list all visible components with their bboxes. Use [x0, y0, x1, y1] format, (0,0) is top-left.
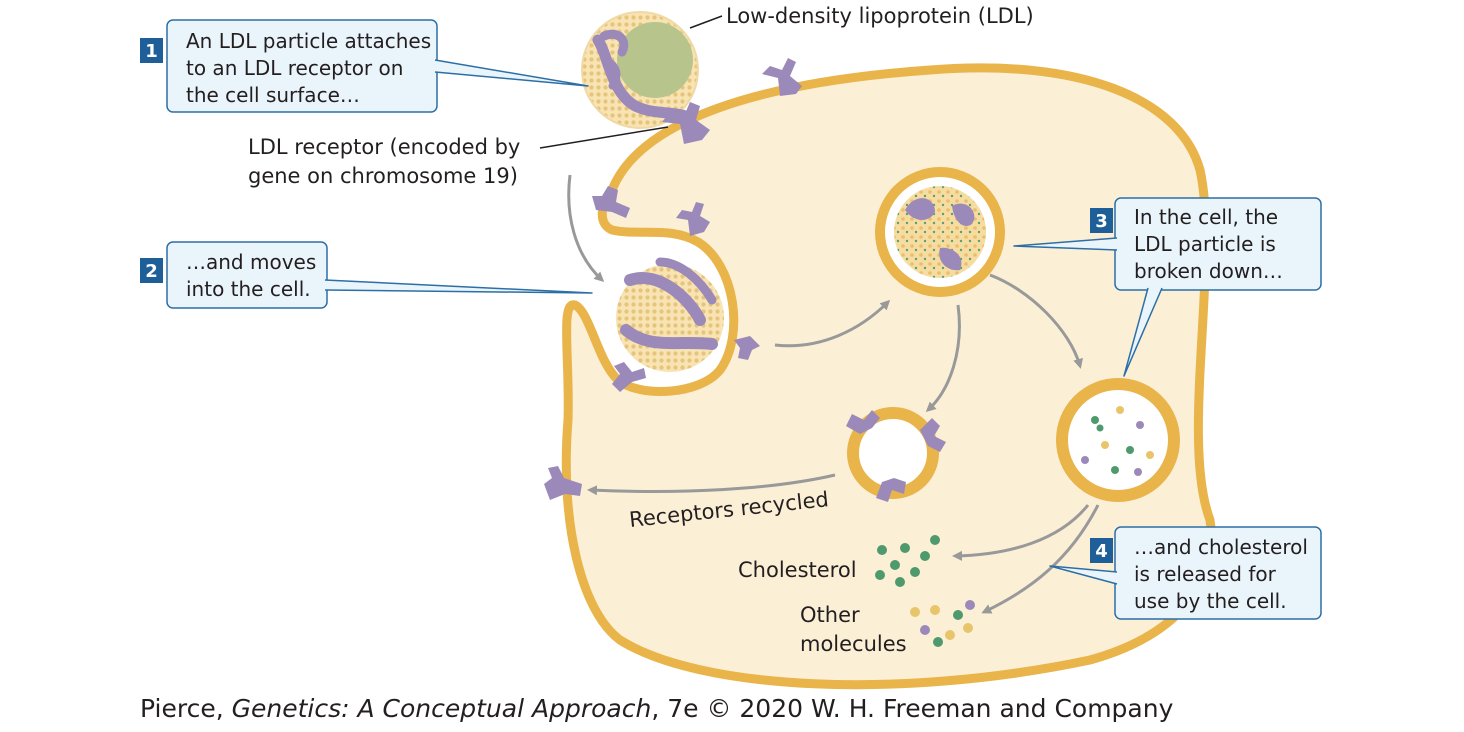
ldl-particle: [581, 11, 699, 129]
receptor-attached: [662, 102, 710, 144]
callout-step-4: 4 …and cholesterol is released for use b…: [1049, 526, 1322, 620]
step-4-number: 4: [1095, 541, 1108, 562]
step-3-number: 3: [1095, 211, 1108, 232]
arrow-to-cholesterol: [952, 504, 1090, 561]
receptor-top: [762, 58, 802, 96]
other-label-line2: molecules: [800, 632, 907, 656]
step-2-badge: [140, 258, 163, 283]
leader-lines: [539, 15, 723, 149]
receptor-vesicle: [846, 407, 946, 502]
step-3-badge: [1090, 208, 1113, 233]
step-4-badge: [1090, 538, 1113, 563]
arrow-recycle: [587, 473, 836, 496]
step-1-line-3: the cell surface…: [186, 83, 360, 107]
step-2-line-1: …and moves: [186, 250, 316, 274]
endosome: [875, 167, 1005, 297]
step-4-line-2: is released for: [1134, 562, 1277, 586]
step-4-line-3: use by the cell.: [1134, 589, 1287, 613]
cell-membrane: [561, 63, 1216, 690]
receptor-recycled-membrane: [544, 466, 582, 500]
ldl-diagram: Low-density lipoprotein (LDL) LDL recept…: [140, 4, 1322, 690]
credit-book: Genetics: A Conceptual Approach: [231, 694, 652, 723]
cholesterol-dots: [875, 535, 940, 587]
callout-step-2: 2 …and moves into the cell.: [140, 241, 593, 309]
ldl-internalizing: [612, 202, 760, 392]
callout-step-3: 3 In the cell, the LDL particle is broke…: [1013, 197, 1322, 377]
step-3-line-3: broken down…: [1134, 259, 1283, 283]
arrow-to-lysosome: [989, 273, 1083, 369]
step-1-badge: [140, 38, 163, 63]
callout-step-1: 1 An LDL particle attaches to an LDL rec…: [140, 19, 589, 113]
step-4-line-1: …and cholesterol: [1134, 535, 1308, 559]
receptor-label-line2: gene on chromosome 19): [248, 164, 518, 188]
arrow-to-other: [981, 504, 1100, 614]
ldl-label: Low-density lipoprotein (LDL): [726, 4, 1034, 28]
arrow-to-endosome: [774, 299, 891, 348]
other-label-line1: Other: [800, 603, 860, 627]
credit-author: Pierce,: [140, 694, 232, 723]
step-3-line-1: In the cell, the: [1134, 205, 1278, 229]
receptor-left-membrane: [592, 186, 630, 218]
credit-line: Pierce, Genetics: A Conceptual Approach,…: [140, 694, 1173, 723]
step-1-line-2: to an LDL receptor on: [186, 56, 403, 80]
step-3-line-2: LDL particle is: [1134, 232, 1276, 256]
credit-rest: , 7e © 2020 W. H. Freeman and Company: [651, 694, 1174, 723]
step-2-number: 2: [145, 261, 158, 282]
receptor-label-line1: LDL receptor (encoded by: [248, 135, 520, 159]
step-1-number: 1: [145, 41, 158, 62]
arrow-into-cell: [567, 174, 605, 283]
cholesterol-label: Cholesterol: [738, 558, 857, 582]
arrow-to-vesicle: [925, 304, 961, 413]
step-2-line-2: into the cell.: [186, 277, 311, 301]
lysosome: [1056, 378, 1180, 502]
other-molecules-dots: [910, 600, 975, 647]
step-1-line-1: An LDL particle attaches: [186, 29, 431, 53]
flow-arrows: [567, 174, 1100, 614]
